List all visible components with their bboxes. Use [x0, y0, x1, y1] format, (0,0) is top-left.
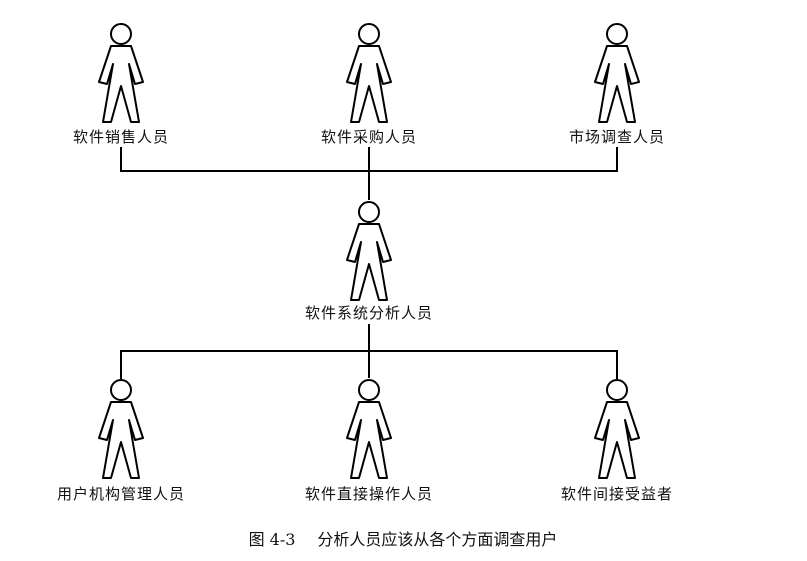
- role-label-purchasing: 软件采购人员: [320, 128, 418, 146]
- actor-icon-org-manager: [98, 379, 144, 479]
- actor-icon-market-research: [594, 23, 640, 123]
- actor-icon-system-analyst: [346, 201, 392, 301]
- role-label-org-manager: 用户机构管理人员: [56, 485, 186, 503]
- figure-caption-text: 分析人员应该从各个方面调查用户: [317, 530, 558, 549]
- actor-icon-indirect-beneficiary: [594, 379, 640, 479]
- role-label-sales: 软件销售人员: [72, 128, 170, 146]
- figure-number: 图 4-3: [248, 530, 296, 549]
- role-label-direct-operator: 软件直接操作人员: [304, 485, 434, 503]
- actor-icon-purchasing: [346, 23, 392, 123]
- role-label-system-analyst: 软件系统分析人员: [304, 304, 434, 322]
- actor-icon-direct-operator: [346, 379, 392, 479]
- figure-caption: 图 4-3 分析人员应该从各个方面调查用户: [249, 526, 558, 550]
- role-label-indirect-beneficiary: 软件间接受益者: [560, 485, 674, 503]
- role-label-market-research: 市场调查人员: [568, 128, 666, 146]
- actor-icon-sales: [98, 23, 144, 123]
